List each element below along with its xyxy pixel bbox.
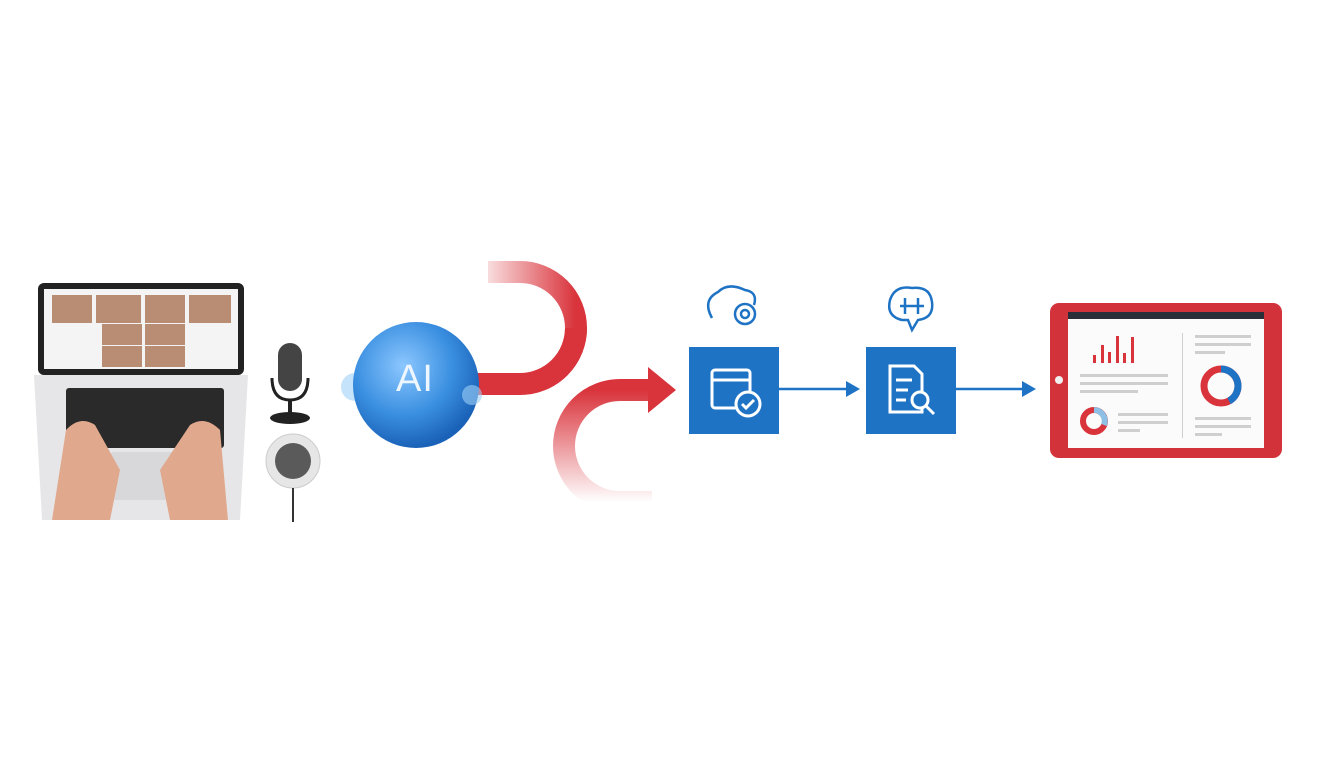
arrow-head-icon	[648, 367, 676, 413]
speaker-puck-icon	[265, 433, 321, 522]
ai-sphere-icon	[341, 322, 482, 448]
ai-label: AI	[396, 358, 434, 400]
brain-icon	[888, 286, 934, 333]
microphone-icon	[270, 343, 310, 424]
document-search-icon	[888, 364, 936, 416]
document-step-box	[866, 347, 956, 434]
dashboard-tablet-icon	[1050, 303, 1282, 458]
calendar-step-box	[689, 347, 779, 434]
flow-curve	[470, 261, 676, 513]
brain-gear-icon	[706, 285, 757, 326]
laptop-video-call-icon	[34, 283, 248, 520]
calendar-check-icon	[710, 368, 762, 418]
